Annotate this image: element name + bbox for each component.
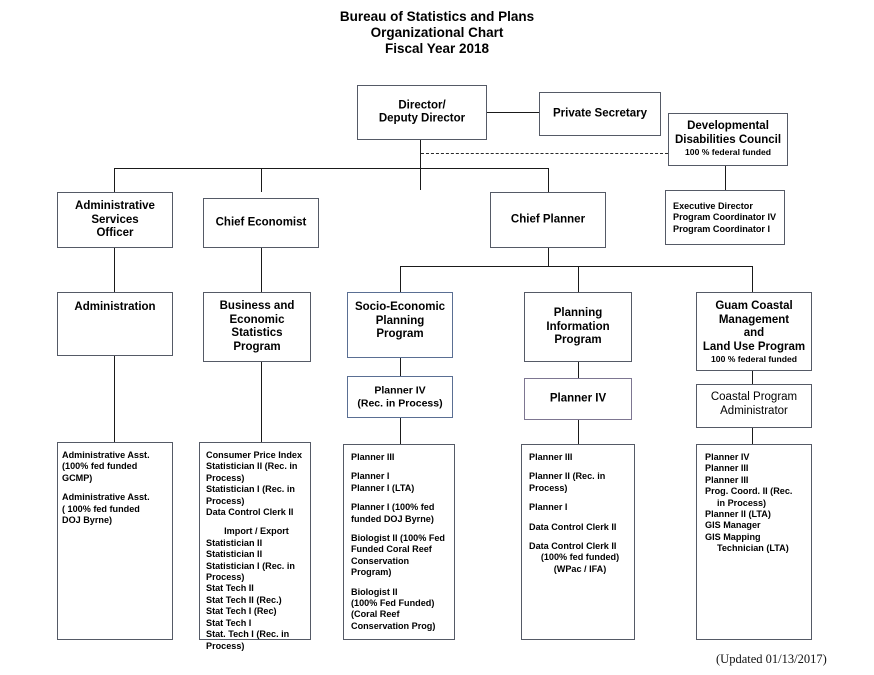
connector-pip-to-planner4 <box>578 362 580 378</box>
node-gcmp-line1: Guam Coastal <box>715 300 793 312</box>
node-ddc-line1: Developmental <box>687 120 769 132</box>
connector-bus-to-pip <box>578 266 580 292</box>
node-planner-iv-sepp[interactable]: Planner IV (Rec. in Process) <box>347 376 453 418</box>
connector-director-secretary <box>487 112 539 114</box>
node-ddc-staff-line3: Program Coordinator I <box>673 223 771 234</box>
node-chief-planner-label: Chief Planner <box>510 213 586 226</box>
node-planner-iv-sepp-line1: Planner IV <box>374 384 426 397</box>
connector-coastal-admin-to-staff <box>752 428 754 444</box>
node-chief-planner[interactable]: Chief Planner <box>490 192 606 248</box>
node-ddc-staff-line2: Program Coordinator IV <box>673 212 777 223</box>
connector-director-stem <box>420 140 422 190</box>
node-aso-line2: Services <box>91 213 139 226</box>
node-developmental-disabilities-council[interactable]: Developmental Disabilities Council 100 %… <box>668 113 788 166</box>
node-ddc-staff[interactable]: Executive Director Program Coordinator I… <box>665 190 785 245</box>
chart-title-line2: Organizational Chart <box>370 25 504 40</box>
connector-bus-to-sepp <box>400 266 402 292</box>
node-business-economic-statistics-program[interactable]: Business and Economic Statistics Program <box>203 292 311 362</box>
connector-ddc-to-staff <box>725 166 727 190</box>
connector-aso-to-administration <box>114 248 116 292</box>
updated-date-label: (Updated 01/13/2017) <box>716 652 827 666</box>
node-administrative-services-officer[interactable]: Administrative Services Officer <box>57 192 173 248</box>
node-besp-line4: Program <box>233 340 281 353</box>
node-planner-iv-pip-label: Planner IV <box>549 392 607 405</box>
connector-planner-stem <box>548 248 550 266</box>
node-gcmp-line3: and <box>743 327 765 339</box>
node-coastal-admin-line2: Administrator <box>720 404 788 417</box>
connector-planner4-to-pip-staff <box>578 420 580 444</box>
node-director-line2: Deputy Director <box>378 112 466 125</box>
chart-title-line3: Fiscal Year 2018 <box>384 41 490 56</box>
node-private-secretary-label: Private Secretary <box>553 107 647 120</box>
node-planning-information-program[interactable]: Planning Information Program <box>524 292 632 362</box>
connector-administration-to-staff <box>114 356 116 442</box>
connector-planner-bus <box>400 266 752 268</box>
node-planner-iv-sepp-line2: (Rec. in Process) <box>357 397 443 409</box>
connector-planner4-to-sepp-staff <box>400 418 402 444</box>
connector-economist-to-besp <box>261 248 263 292</box>
connector-bus-to-gcmp <box>752 266 754 292</box>
connector-bus-to-chief-planner <box>548 168 550 192</box>
node-administration-label: Administration <box>74 301 156 313</box>
node-director[interactable]: Director/ Deputy Director <box>357 85 487 140</box>
node-sepp-line1: Socio-Economic <box>354 301 446 313</box>
connector-gcmp-to-coastal-admin <box>752 371 754 384</box>
node-pip-line2: Information <box>546 320 610 333</box>
connector-main-bus <box>114 168 549 170</box>
node-guam-coastal-management-land-use-program[interactable]: Guam Coastal Management and Land Use Pro… <box>696 292 812 371</box>
node-director-line1: Director/ <box>398 99 446 111</box>
node-private-secretary[interactable]: Private Secretary <box>539 92 661 136</box>
node-coastal-program-administrator[interactable]: Coastal Program Administrator <box>696 384 812 428</box>
node-gcmp-line2: Management <box>718 313 790 326</box>
connector-besp-to-staff <box>261 362 263 442</box>
node-pip-line1: Planning <box>553 306 603 319</box>
node-aso-line3: Officer <box>96 226 134 239</box>
connector-bus-to-aso <box>114 168 116 192</box>
connector-ddc-dashed <box>421 153 668 154</box>
node-besp-line3: Statistics <box>231 327 283 339</box>
node-socio-economic-planning-program[interactable]: Socio-Economic Planning Program <box>347 292 453 358</box>
node-besp-line1: Business and <box>219 300 295 312</box>
node-gcmp-funding-note: 100 % federal funded <box>711 354 797 364</box>
node-besp-line2: Economic <box>229 313 285 326</box>
node-chief-economist[interactable]: Chief Economist <box>203 198 319 248</box>
connector-sepp-to-planner4 <box>400 358 402 376</box>
chart-title-line1: Bureau of Statistics and Plans <box>339 9 535 24</box>
node-pip-line3: Program <box>554 333 602 346</box>
node-planner-iv-pip[interactable]: Planner IV <box>524 378 632 420</box>
node-ddc-funding-note: 100 % federal funded <box>685 147 771 157</box>
node-administration[interactable]: Administration <box>57 292 173 356</box>
node-ddc-staff-line1: Executive Director <box>673 201 753 211</box>
node-chief-economist-label: Chief Economist <box>215 216 307 229</box>
node-sepp-line2: Planning <box>375 314 425 327</box>
node-ddc-line2: Disabilities Council <box>674 133 782 146</box>
node-coastal-admin-line1: Coastal Program <box>710 391 798 403</box>
node-sepp-line3: Program <box>376 328 424 340</box>
node-gcmp-line4: Land Use Program <box>702 340 806 353</box>
node-aso-line1: Administrative <box>75 199 155 212</box>
connector-bus-to-chief-economist <box>261 168 263 192</box>
